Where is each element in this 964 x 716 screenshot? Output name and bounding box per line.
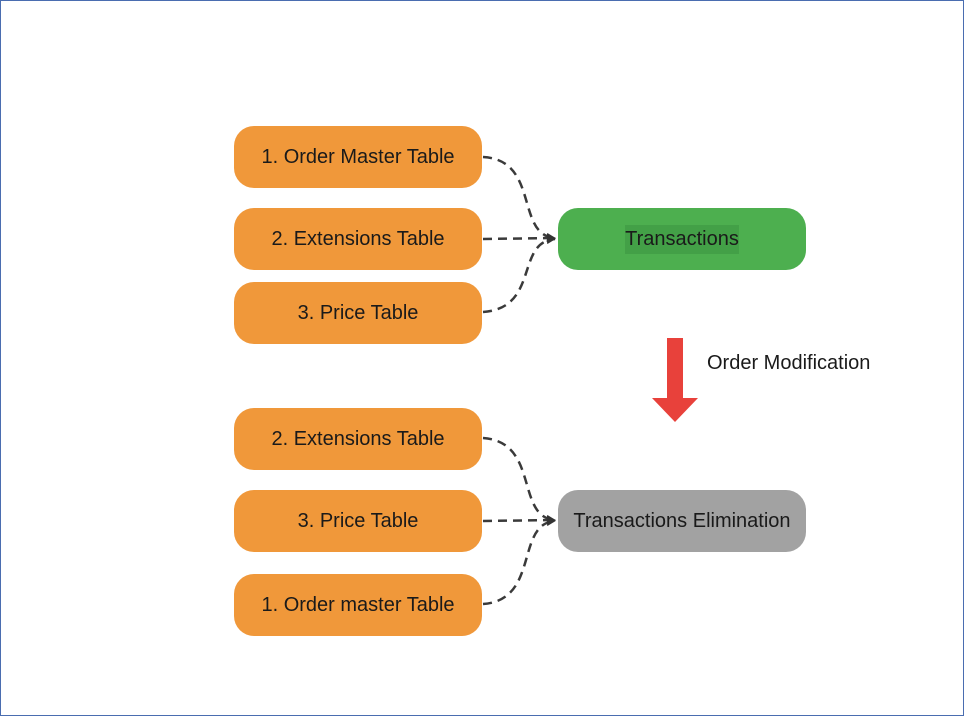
connector-order-master-to-elimination (482, 517, 556, 606)
connector-price-to-transactions (482, 235, 556, 314)
connector-extensions-to-elimination (482, 436, 556, 524)
target-transactions: Transactions (558, 208, 806, 270)
bottom-source-1: 2. Extensions Table (234, 408, 482, 470)
top-source-3: 3. Price Table (234, 282, 482, 344)
target-transactions-elimination: Transactions Elimination (558, 490, 806, 552)
top-source-2: 2. Extensions Table (234, 208, 482, 270)
node-label: Transactions (625, 224, 739, 254)
connector-price-to-elimination (482, 515, 556, 525)
node-label: 1. Order master Table (261, 593, 455, 616)
bottom-source-3: 1. Order master Table (234, 574, 482, 636)
node-label: Transactions Elimination (573, 509, 791, 532)
connector-order-master-to-transactions (482, 155, 556, 242)
transition-down-arrow (652, 338, 698, 422)
node-label: 3. Price Table (297, 301, 419, 324)
top-source-1: 1. Order Master Table (234, 126, 482, 188)
transition-label: Order Modification (707, 352, 871, 374)
node-label: 2. Extensions Table (271, 227, 445, 250)
connector-extensions-to-transactions (482, 233, 556, 243)
bottom-source-2: 3. Price Table (234, 490, 482, 552)
node-label: 3. Price Table (297, 509, 419, 532)
node-label: 1. Order Master Table (261, 145, 455, 168)
node-label: 2. Extensions Table (271, 427, 445, 450)
